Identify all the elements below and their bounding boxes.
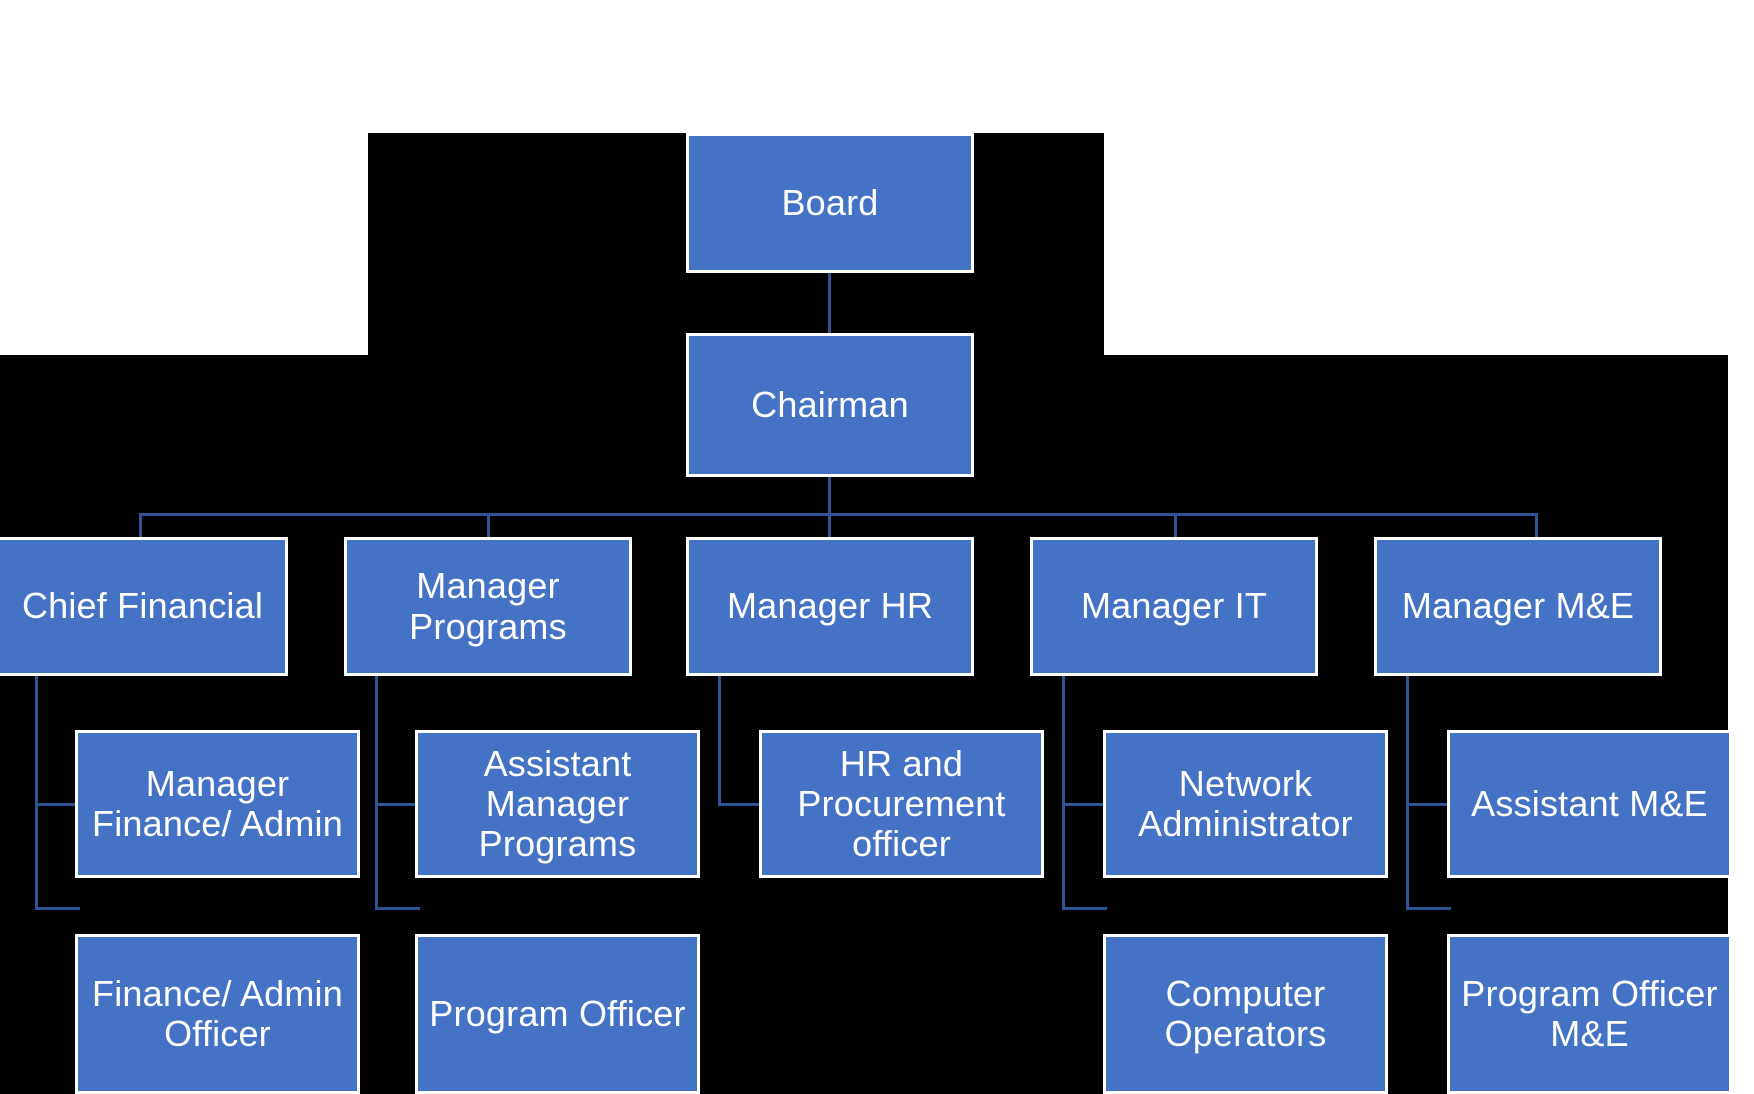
connector-manager-me-spine xyxy=(1406,676,1409,910)
connector-manager-programs-spine xyxy=(375,676,378,910)
connector-bus-to-chief-financial xyxy=(139,513,142,537)
connector-manager-it-to-computer-operators xyxy=(1062,907,1107,910)
connector-manager-hr-spine xyxy=(718,676,721,806)
connector-chief-financial-to-finance-admin-officer xyxy=(35,907,80,910)
node-manager-me[interactable]: Manager M&E xyxy=(1374,537,1662,676)
connector-manager-me-to-assistant-me xyxy=(1406,803,1451,806)
node-program-officer[interactable]: Program Officer xyxy=(415,934,700,1094)
node-hr-procurement-officer[interactable]: HR and Procurement officer xyxy=(759,730,1044,878)
node-manager-it[interactable]: Manager IT xyxy=(1030,537,1318,676)
connector-chief-financial-spine xyxy=(35,676,38,910)
node-computer-operators[interactable]: Computer Operators xyxy=(1103,934,1388,1094)
node-program-officer-me[interactable]: Program Officer M&E xyxy=(1447,934,1732,1094)
connector-bus-to-manager-me xyxy=(1535,513,1538,537)
node-board[interactable]: Board xyxy=(686,133,974,273)
node-manager-hr[interactable]: Manager HR xyxy=(686,537,974,676)
connector-board-to-chairman xyxy=(828,273,831,335)
node-assistant-manager-programs[interactable]: Assistant Manager Programs xyxy=(415,730,700,878)
node-manager-finance-admin[interactable]: Manager Finance/ Admin xyxy=(75,730,360,878)
connector-manager-programs-to-program-officer xyxy=(375,907,420,910)
connector-manager-it-spine xyxy=(1062,676,1065,910)
node-assistant-me[interactable]: Assistant M&E xyxy=(1447,730,1732,878)
connector-chief-financial-to-manager-finance-admin xyxy=(35,803,80,806)
node-chief-financial[interactable]: Chief Financial xyxy=(0,537,288,676)
connector-level2-bus xyxy=(139,513,1535,516)
connector-chairman-drop xyxy=(828,477,831,515)
connector-bus-to-manager-hr xyxy=(828,513,831,537)
node-network-administrator[interactable]: Network Administrator xyxy=(1103,730,1388,878)
node-finance-admin-officer[interactable]: Finance/ Admin Officer xyxy=(75,934,360,1094)
connector-manager-me-to-program-officer-me xyxy=(1406,907,1451,910)
node-manager-programs[interactable]: Manager Programs xyxy=(344,537,632,676)
node-chairman[interactable]: Chairman xyxy=(686,333,974,477)
connector-bus-to-manager-programs xyxy=(487,513,490,537)
connector-bus-to-manager-it xyxy=(1174,513,1177,537)
connector-manager-programs-to-assistant-manager-programs xyxy=(375,803,420,806)
connector-manager-hr-to-hr-procurement-officer xyxy=(718,803,763,806)
connector-manager-it-to-network-administrator xyxy=(1062,803,1107,806)
